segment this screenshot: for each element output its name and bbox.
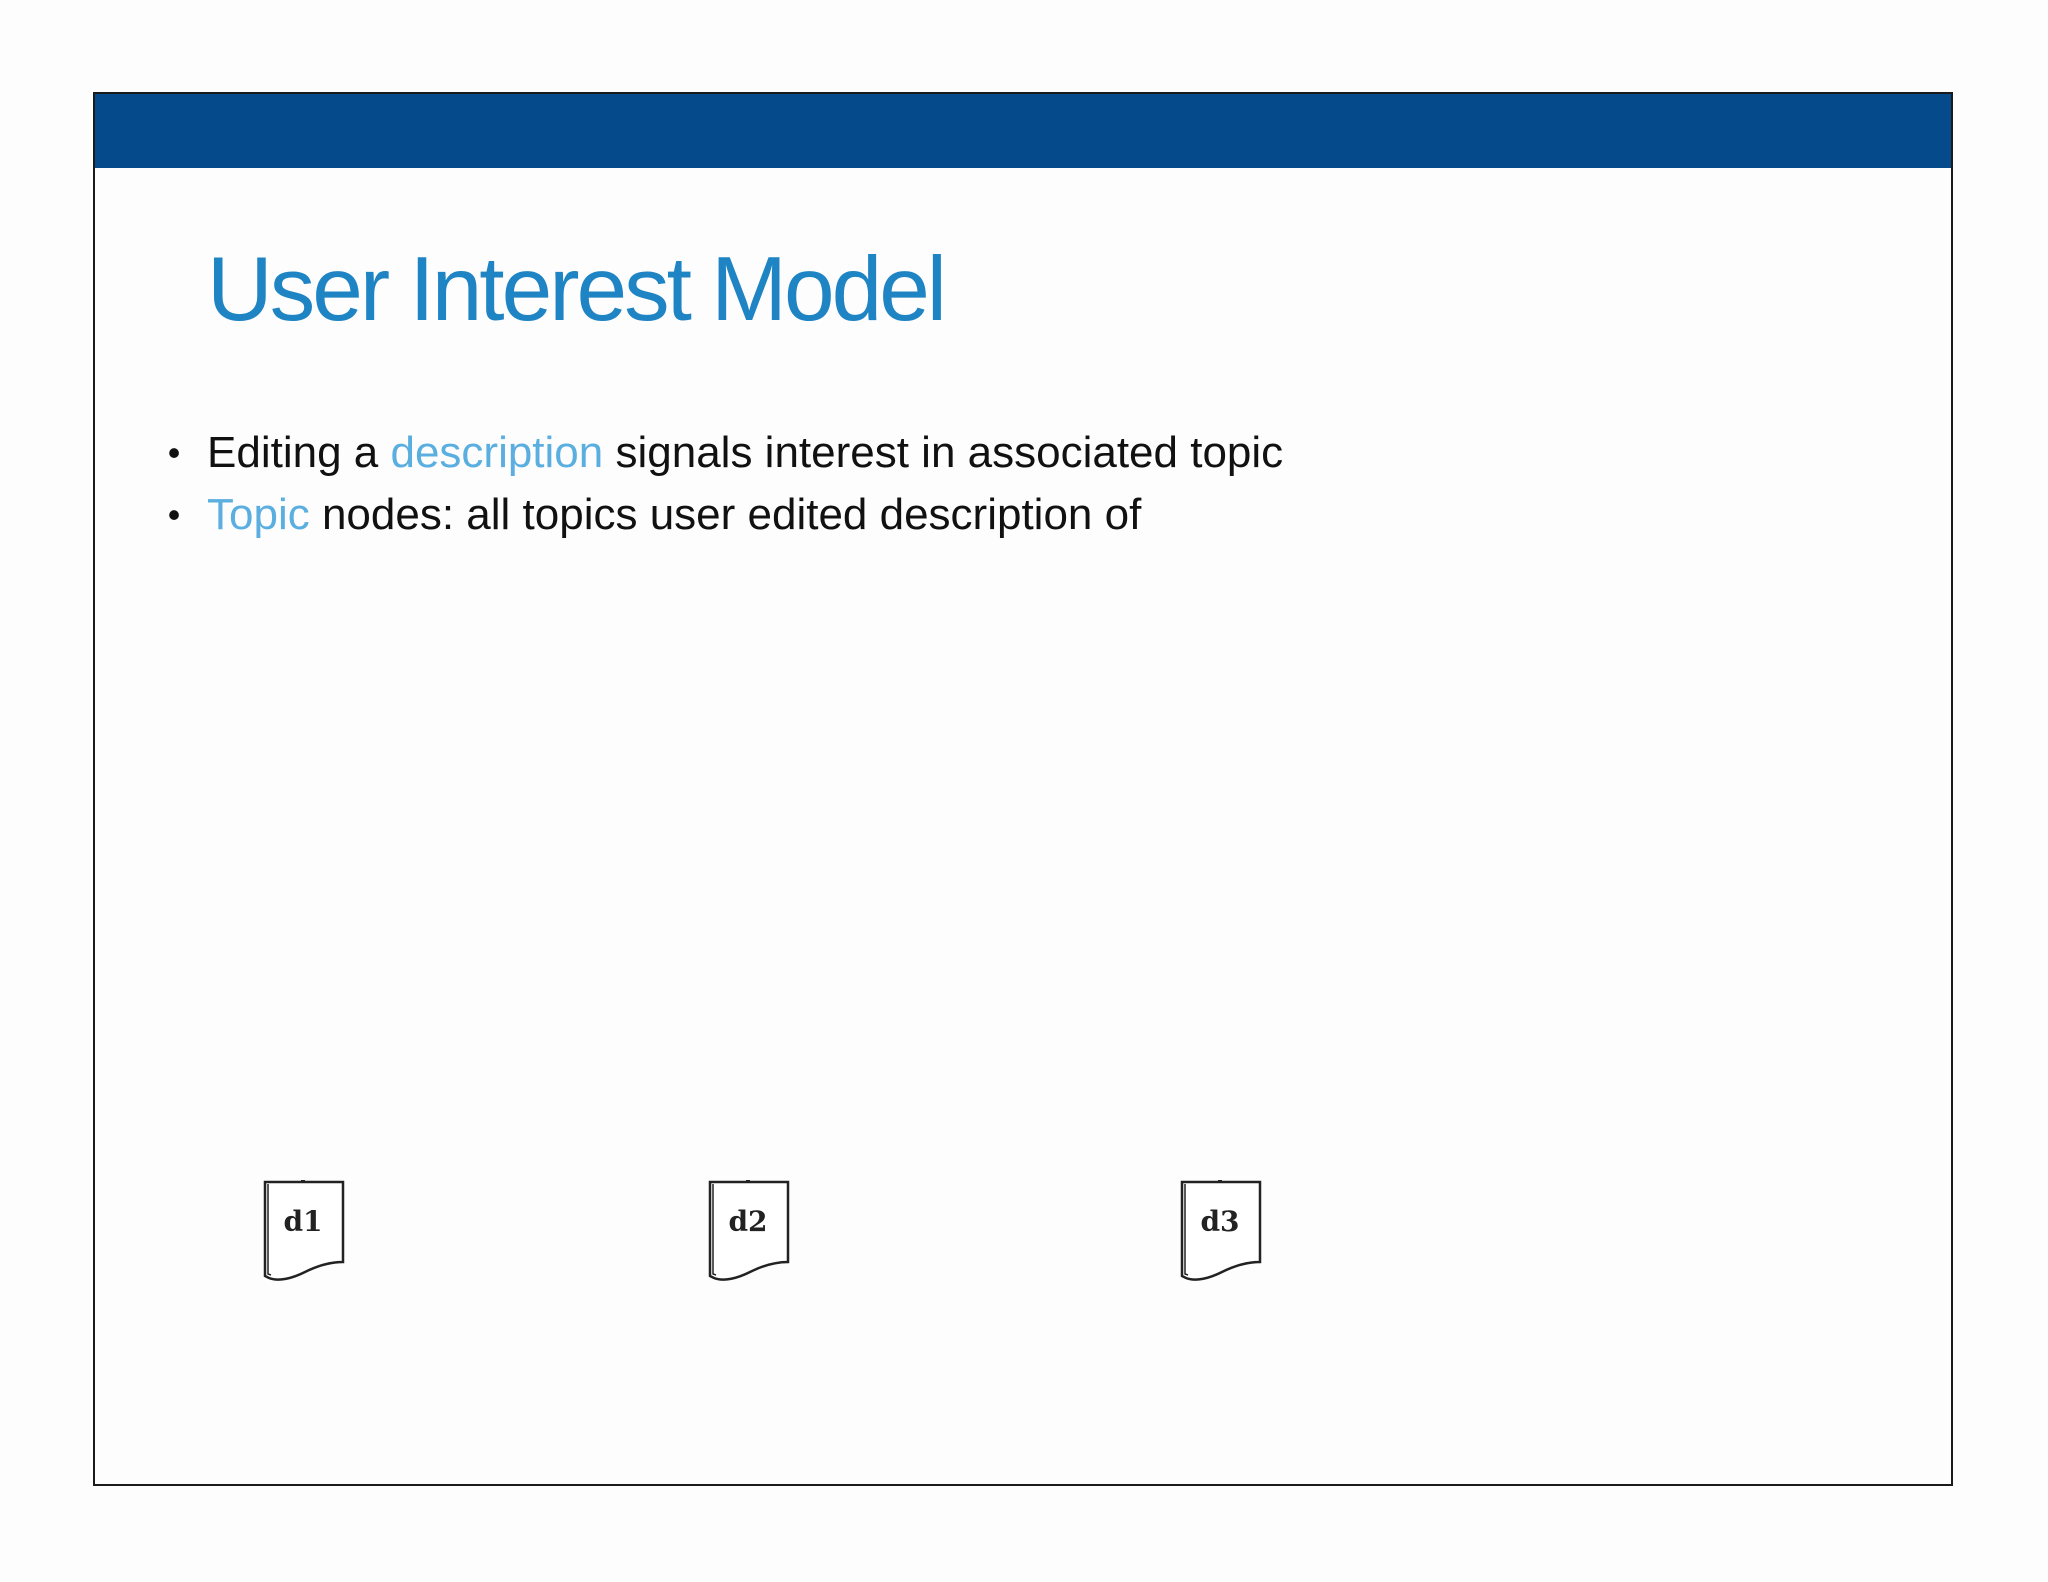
document-label: d1 — [283, 1205, 323, 1238]
header-bar — [95, 94, 1951, 168]
document-label: d3 — [1200, 1205, 1240, 1238]
bullet-text-segment: nodes: all topics user edited descriptio… — [309, 490, 1142, 539]
bullet-dot-icon: • — [167, 432, 181, 473]
highlighted-term: description — [390, 428, 604, 477]
bullet-dot-icon: • — [167, 494, 181, 535]
document-icon — [263, 1180, 345, 1281]
bullet-item: • Topic nodes: all topics user edited de… — [163, 484, 1283, 546]
bullet-item: • Editing a description signals interest… — [163, 422, 1283, 484]
document-icon — [1180, 1180, 1262, 1281]
bullet-list: • Editing a description signals interest… — [163, 422, 1283, 546]
document-icon — [708, 1180, 790, 1281]
bullet-text-segment: Editing a — [207, 428, 391, 477]
slide-title: User Interest Model — [207, 239, 947, 340]
document-node-d2: d2 — [708, 1180, 790, 1282]
document-label: d2 — [728, 1205, 768, 1238]
slide: User Interest Model • Editing a descript… — [93, 92, 1953, 1486]
document-node-d1: d1 — [263, 1180, 345, 1282]
bullet-text-segment: signals interest in associated topic — [603, 428, 1284, 477]
highlighted-term: Topic — [207, 490, 310, 539]
document-node-d3: d3 — [1180, 1180, 1262, 1282]
